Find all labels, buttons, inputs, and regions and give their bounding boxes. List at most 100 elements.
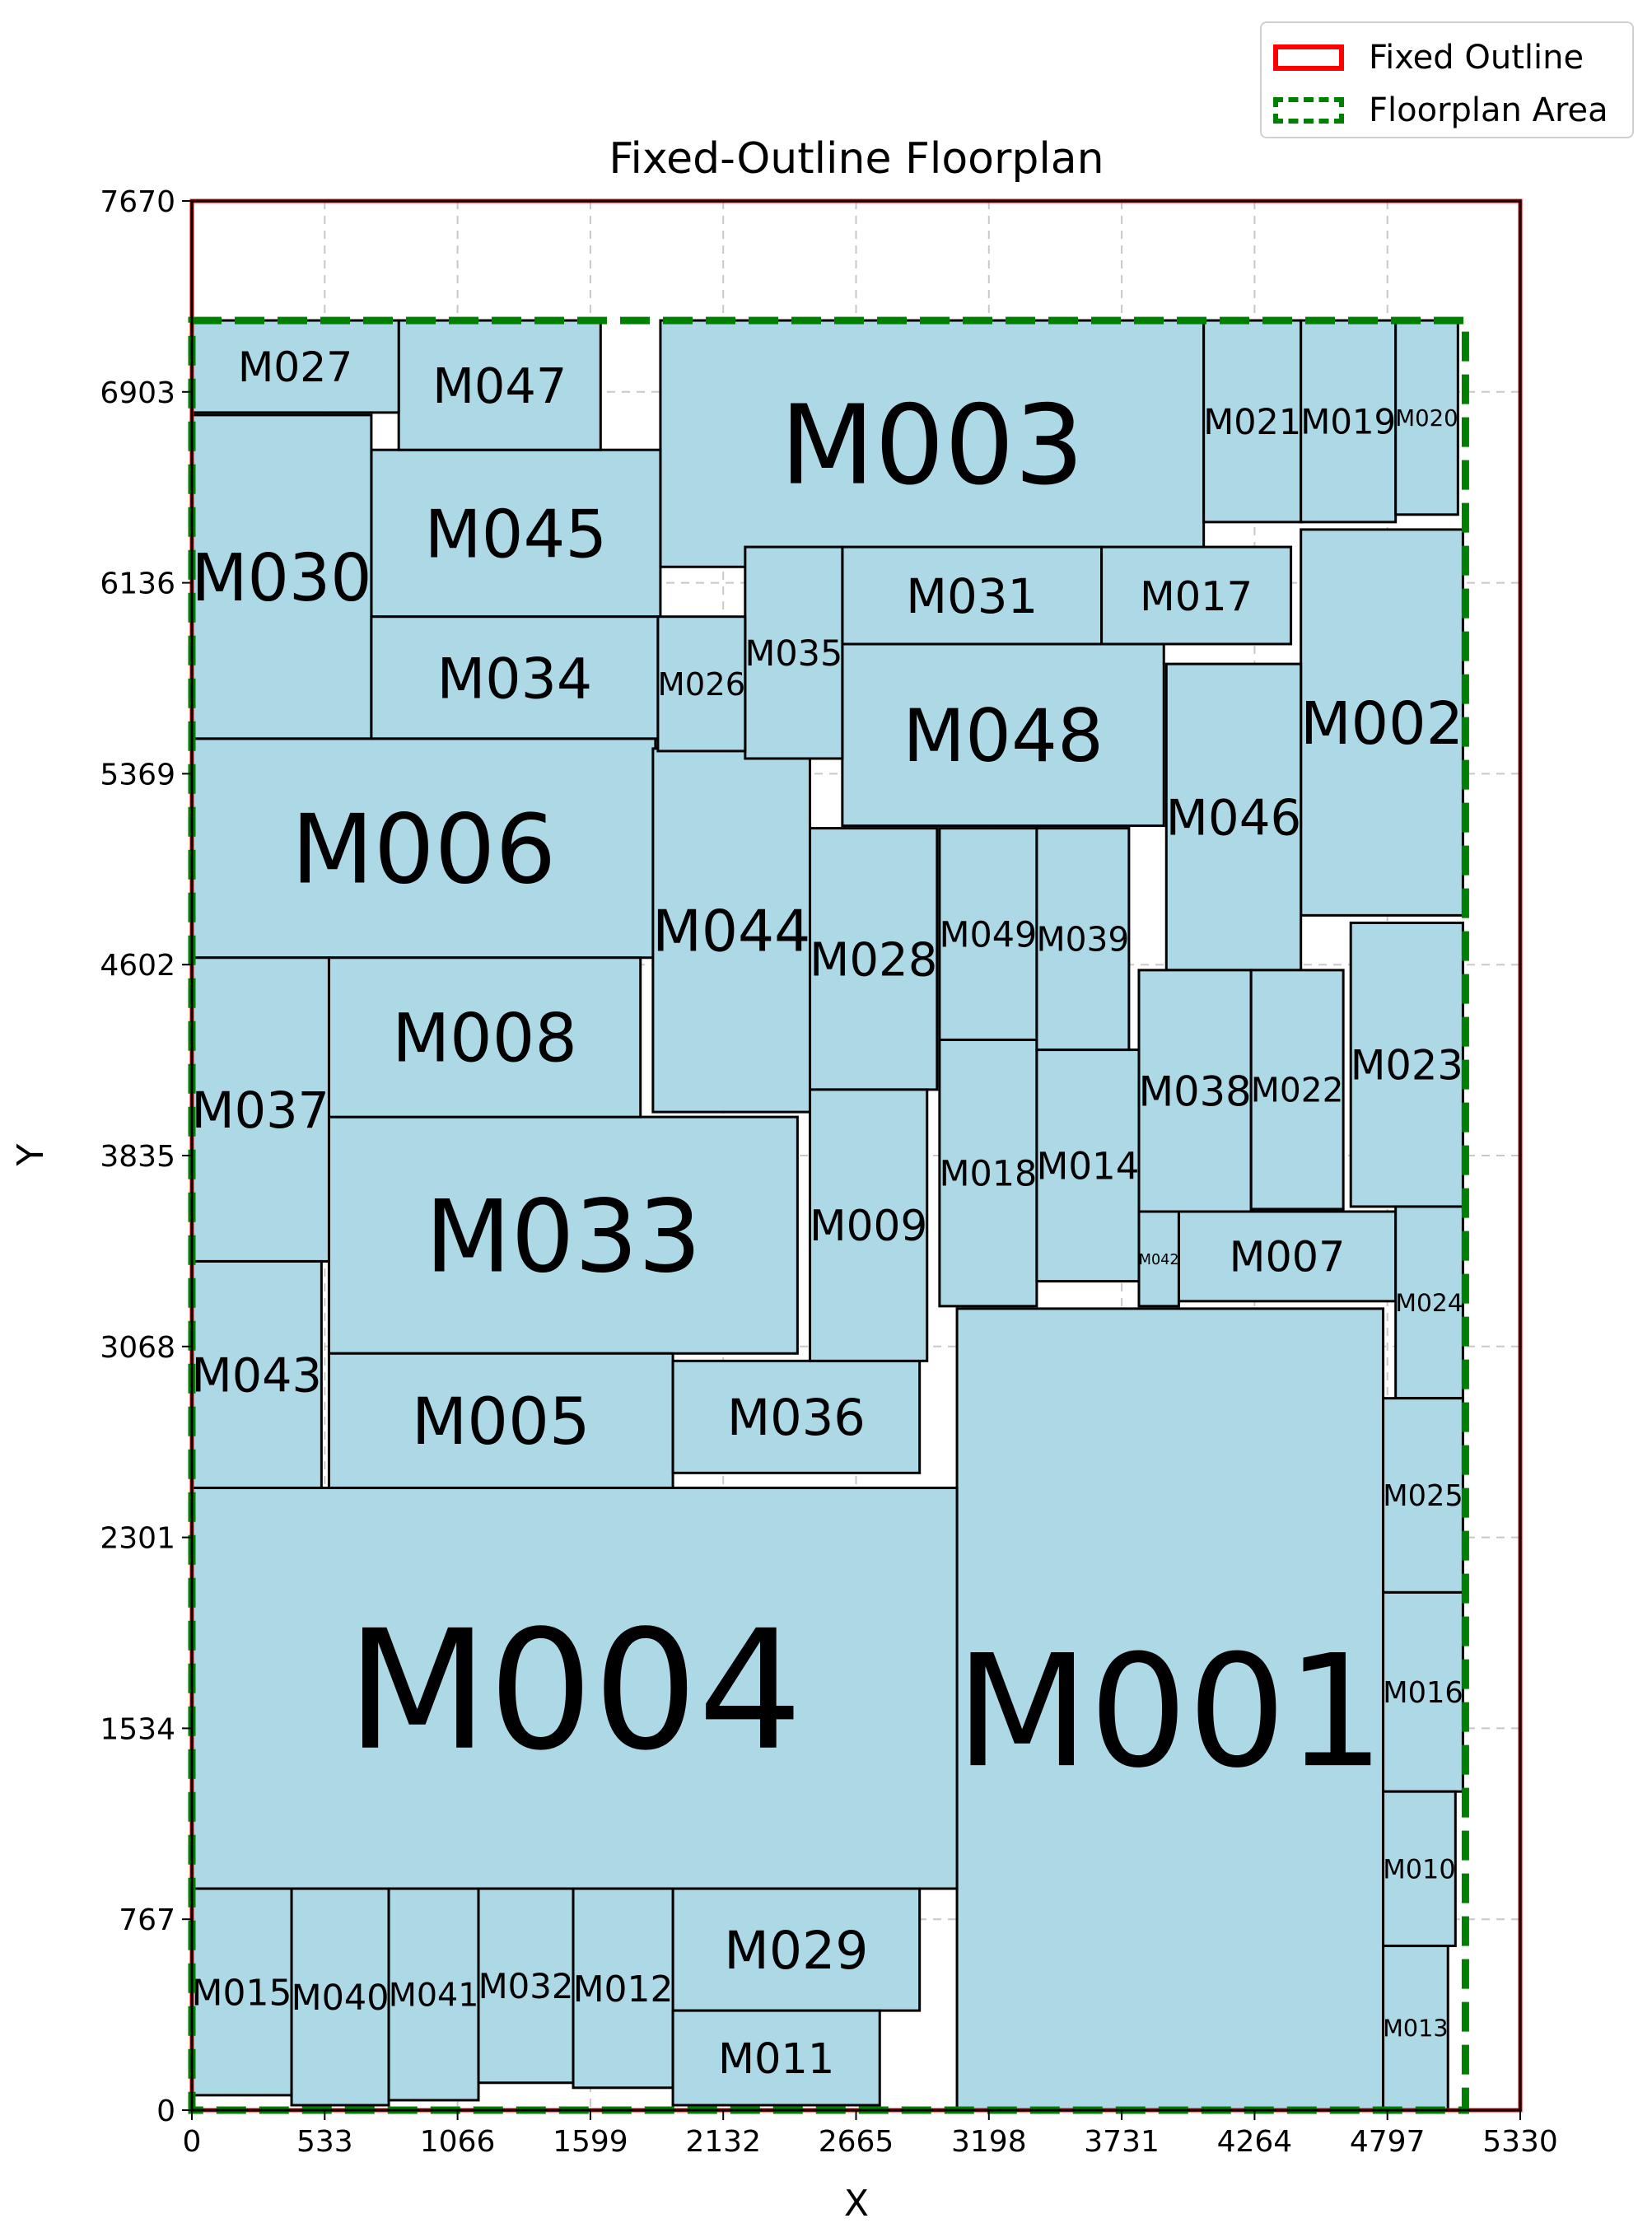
block-label: M027 (238, 343, 352, 391)
block-label: M014 (1036, 1144, 1139, 1188)
block-label: M009 (810, 1202, 927, 1251)
block-label: M013 (1383, 2015, 1448, 2043)
block-rect (656, 615, 747, 753)
block-rect (1249, 969, 1345, 1211)
fixed-outline-swatch (1273, 44, 1344, 71)
block-label: M025 (1383, 1479, 1463, 1513)
block-rect (671, 2009, 881, 2107)
block-label: M024 (1395, 1289, 1463, 1318)
block-m047: M047 (397, 319, 602, 451)
block-rect (841, 642, 1165, 828)
block-label: M046 (1166, 790, 1302, 847)
x-tick-label: 3198 (951, 2125, 1027, 2159)
block-rect (290, 1887, 390, 2107)
block-label: M039 (1037, 920, 1130, 960)
legend: Fixed Outline Floorplan Area (1260, 21, 1634, 138)
block-label: M043 (191, 1349, 322, 1403)
block-m022: M022 (1249, 969, 1345, 1211)
y-tick-label: 0 (156, 2095, 175, 2128)
block-m035: M035 (744, 545, 844, 760)
block-label: M038 (1138, 1067, 1251, 1115)
block-label: M040 (292, 1978, 390, 2019)
y-axis-label: Y (10, 1143, 52, 1166)
y-tick-label: 4602 (100, 949, 175, 983)
block-label: M033 (425, 1178, 702, 1295)
block-rect (387, 1887, 480, 2102)
block-rect (659, 319, 1206, 568)
block-m017: M017 (1100, 545, 1293, 646)
block-label: M012 (573, 1968, 674, 2010)
block-m003: M003 (659, 319, 1206, 568)
floorplan-area-swatch (1273, 97, 1344, 124)
block-label: M030 (191, 539, 371, 616)
block-m007: M007 (1177, 1210, 1398, 1303)
block-label: M023 (1351, 1042, 1463, 1090)
block-rect (938, 827, 1038, 1041)
legend-item-floorplan-area: Floorplan Area (1273, 89, 1608, 132)
block-rect (370, 615, 660, 740)
block-m027: M027 (190, 319, 400, 414)
block-label: M001 (955, 1622, 1385, 1802)
legend-label-fixed-outline: Fixed Outline (1369, 39, 1584, 77)
block-m043: M043 (190, 1259, 323, 1489)
block-m020: M020 (1394, 319, 1459, 516)
block-m024: M024 (1394, 1205, 1464, 1400)
block-rect (1382, 1945, 1449, 2112)
block-m025: M025 (1382, 1397, 1464, 1594)
x-tick-label: 4797 (1350, 2125, 1426, 2159)
block-m032: M032 (477, 1887, 575, 2085)
block-m030: M030 (190, 413, 373, 740)
block-label: M028 (810, 933, 937, 987)
block-m034: M034 (370, 615, 660, 740)
block-m015: M015 (190, 1887, 293, 2097)
block-rect (327, 1115, 799, 1355)
x-tick-label: 1599 (553, 2125, 628, 2159)
y-tick-label: 1534 (100, 1712, 175, 1746)
block-rect (190, 1259, 323, 1489)
block-label: M015 (192, 1972, 292, 2014)
block-rect (1164, 662, 1303, 972)
block-rect (1100, 545, 1293, 646)
block-rect (1394, 319, 1459, 516)
block-rect (327, 1352, 674, 1489)
block-label: M010 (1383, 1853, 1455, 1884)
block-label: M036 (727, 1389, 866, 1447)
block-label: M049 (939, 914, 1037, 955)
block-rect (1137, 969, 1253, 1213)
block-label: M003 (780, 382, 1084, 510)
block-label: M021 (1203, 402, 1301, 443)
block-m008: M008 (327, 956, 642, 1118)
block-m009: M009 (809, 1088, 929, 1362)
block-m040: M040 (290, 1887, 390, 2107)
block-m026: M026 (656, 615, 747, 753)
block-rect (671, 1359, 922, 1474)
block-label: M016 (1383, 1676, 1463, 1710)
block-label: M002 (1300, 689, 1463, 758)
block-m021: M021 (1202, 319, 1303, 524)
block-label: M035 (744, 633, 842, 675)
block-m045: M045 (370, 448, 662, 619)
block-m019: M019 (1300, 319, 1398, 524)
block-label: M017 (1140, 572, 1253, 620)
block-rect (1137, 1210, 1180, 1308)
block-rect (327, 956, 642, 1118)
block-m041: M041 (387, 1887, 480, 2102)
block-m036: M036 (671, 1359, 922, 1474)
block-label: M008 (392, 1001, 577, 1078)
x-tick-label: 1066 (420, 2125, 496, 2159)
block-label: M032 (478, 1966, 574, 2006)
block-rect (809, 1088, 929, 1362)
x-tick-label: 0 (183, 2125, 202, 2159)
block-label: M020 (1395, 405, 1458, 432)
block-rect (1300, 319, 1398, 524)
block-m046: M046 (1164, 662, 1303, 972)
block-label: M044 (652, 899, 810, 964)
block-m014: M014 (1035, 1048, 1141, 1283)
block-m002: M002 (1300, 528, 1464, 917)
block-label: M037 (191, 1082, 329, 1140)
block-label: M004 (346, 1595, 802, 1787)
block-label: M029 (724, 1920, 868, 1981)
block-m033: M033 (327, 1115, 799, 1355)
y-tick-label: 6903 (100, 376, 175, 410)
chart-title: Fixed-Outline Floorplan (609, 134, 1104, 184)
